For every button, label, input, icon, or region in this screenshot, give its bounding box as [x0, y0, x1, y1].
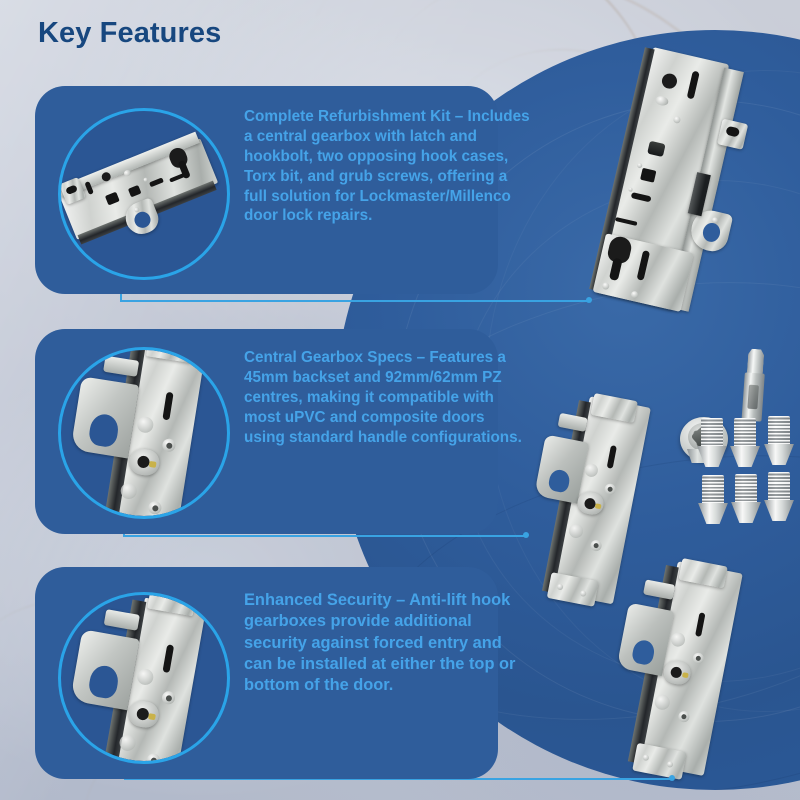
product-grub-screw: [731, 474, 761, 523]
product-grub-screw: [764, 416, 794, 465]
product-grub-screw: [698, 475, 728, 524]
feature-text-2: Central Gearbox Specs – Features a 45mm …: [244, 349, 522, 446]
feature-text-3: Enhanced Security – Anti-lift hook gearb…: [244, 591, 516, 695]
feature-card-enhanced-security: Enhanced Security – Anti-lift hook gearb…: [35, 567, 515, 779]
product-grub-screw: [697, 418, 727, 467]
feature-thumbnail-2: [58, 347, 230, 519]
feature-text-1: Complete Refurbishment Kit – Includes a …: [244, 108, 530, 225]
page-title: Key Features: [38, 17, 222, 49]
feature-card-complete-refurbishment-kit: Complete Refurbishment Kit – Includes a …: [35, 86, 530, 294]
feature-thumbnail-1: [58, 108, 230, 280]
product-grub-screw: [764, 472, 794, 521]
product-grub-screw: [730, 418, 760, 467]
feature-card-central-gearbox-specs: Central Gearbox Specs – Features a 45mm …: [35, 329, 522, 534]
product-torx-bit: [740, 348, 769, 422]
feature-thumbnail-3: [58, 592, 230, 764]
